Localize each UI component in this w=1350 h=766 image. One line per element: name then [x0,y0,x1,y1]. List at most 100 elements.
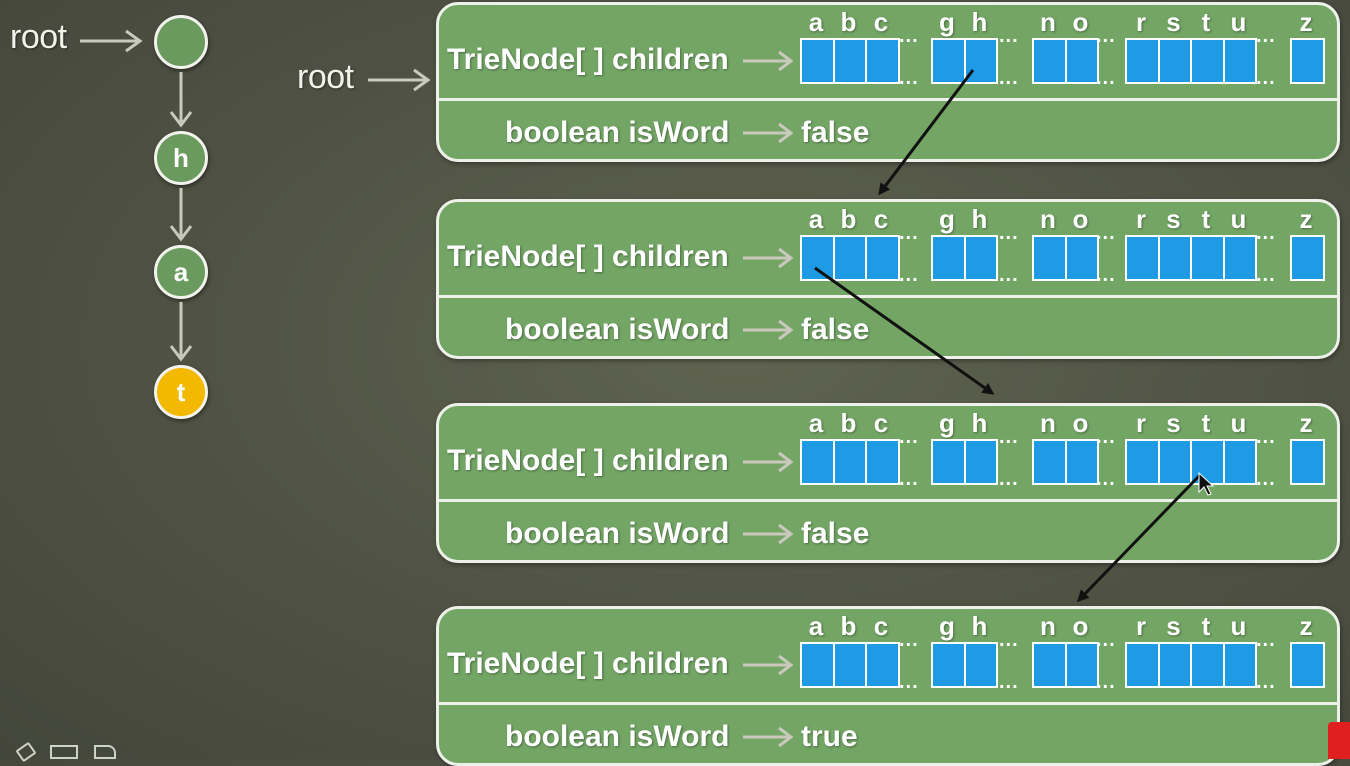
trie-root-label: root [297,58,354,96]
child-letter-label: b [840,7,857,37]
child-pointer-cell [1190,38,1225,84]
child-pointer-cell [1032,642,1067,688]
child-letter-label: h [971,611,988,641]
child-pointer-cell [931,439,966,485]
child-pointer-cell [1157,439,1192,485]
child-letter-label: t [1201,611,1211,641]
child-letter-label: o [1072,408,1089,438]
child-pointer-cell [865,439,900,485]
child-pointer-cell [1190,439,1225,485]
isword-field-label: boolean isWord [505,720,730,753]
child-pointer-cell [1157,235,1192,281]
child-pointer-cell [1222,235,1257,281]
child-pointer-cell [1032,439,1067,485]
tree-edge-down-arrow-icon [169,72,193,128]
ellipsis-gap: ... [1096,222,1116,244]
child-letter-label: z [1299,408,1313,438]
child-pointer-cell [1064,642,1099,688]
pen-tool-icon[interactable] [15,741,37,763]
ellipsis-gap: ... [999,629,1019,651]
slides-tool-icon[interactable] [50,745,78,759]
isword-field-label: boolean isWord [505,313,730,346]
child-pointer-cell [1064,38,1099,84]
child-pointer-cell [1222,642,1257,688]
child-pointer-cell [832,642,867,688]
child-pointer-cell [931,235,966,281]
next-arrow-tool-icon[interactable] [94,745,116,759]
ellipsis-gap: ... [1096,67,1116,89]
child-pointer-cell [1125,642,1160,688]
tree-root-label: root [10,18,67,56]
child-pointer-cell [865,38,900,84]
child-pointer-cell [1290,642,1325,688]
child-pointer-cell [1032,235,1067,281]
child-letter-label: u [1230,408,1247,438]
child-letter-label: n [1040,204,1056,234]
child-letter-label: b [840,611,857,641]
isword-right-arrow-icon [743,726,794,748]
child-pointer-cell [832,235,867,281]
child-letter-label: s [1166,7,1181,37]
child-letter-label: a [808,204,824,234]
tree-node-root [154,15,208,69]
ellipsis-gap: ... [1256,67,1276,89]
ellipsis-gap: ... [899,671,919,693]
child-pointer-cell [963,439,998,485]
child-pointer-cell [1222,38,1257,84]
ellipsis-gap: ... [1256,468,1276,490]
child-letter-label: c [873,611,889,641]
ellipsis-gap: ... [1096,629,1116,651]
child-pointer-cell [963,235,998,281]
ellipsis-gap: ... [999,468,1019,490]
child-letter-label: o [1072,204,1089,234]
child-letter-label: t [1201,408,1211,438]
isword-value: true [801,720,858,753]
isword-right-arrow-icon [743,319,794,341]
child-pointer-cell [1190,642,1225,688]
child-letter-label: r [1135,204,1147,234]
ellipsis-gap: ... [1256,25,1276,47]
child-pointer-cell [1125,38,1160,84]
child-pointer-cell [1125,439,1160,485]
ellipsis-gap: ... [899,25,919,47]
ellipsis-gap: ... [999,222,1019,244]
child-pointer-cell [800,439,835,485]
child-letter-label: g [939,7,955,37]
ellipsis-gap: ... [899,264,919,286]
child-letter-label: n [1040,7,1056,37]
child-letter-label: c [873,408,889,438]
child-letter-label: n [1040,611,1056,641]
child-letter-label: s [1166,611,1181,641]
child-letter-label: b [840,204,857,234]
ellipsis-gap: ... [899,468,919,490]
child-pointer-cell [1032,38,1067,84]
child-pointer-cell [1290,38,1325,84]
child-letter-label: t [1201,7,1211,37]
child-letter-label: c [873,7,889,37]
ellipsis-gap: ... [1096,264,1116,286]
ellipsis-gap: ... [899,426,919,448]
ellipsis-gap: ... [1256,264,1276,286]
children-field-label: TrieNode[ ] children [447,43,729,76]
ellipsis-gap: ... [1256,629,1276,651]
tree-edge-down-arrow-icon [169,188,193,242]
child-letter-label: h [971,408,988,438]
child-pointer-cell [832,38,867,84]
child-pointer-cell [865,235,900,281]
trie-node-divider [439,702,1337,705]
child-letter-label: n [1040,408,1056,438]
child-letter-label: u [1230,611,1247,641]
ellipsis-gap: ... [999,264,1019,286]
trie-node-divider [439,295,1337,298]
child-letter-label: z [1299,204,1313,234]
youtube-subscribe-icon[interactable] [1328,722,1350,759]
tree-node-t: t [154,365,208,419]
child-pointer-cell [963,642,998,688]
child-pointer-cell [1290,439,1325,485]
child-pointer-cell [1190,235,1225,281]
child-letter-label: r [1135,7,1147,37]
child-pointer-cell [1157,642,1192,688]
ellipsis-gap: ... [1096,468,1116,490]
